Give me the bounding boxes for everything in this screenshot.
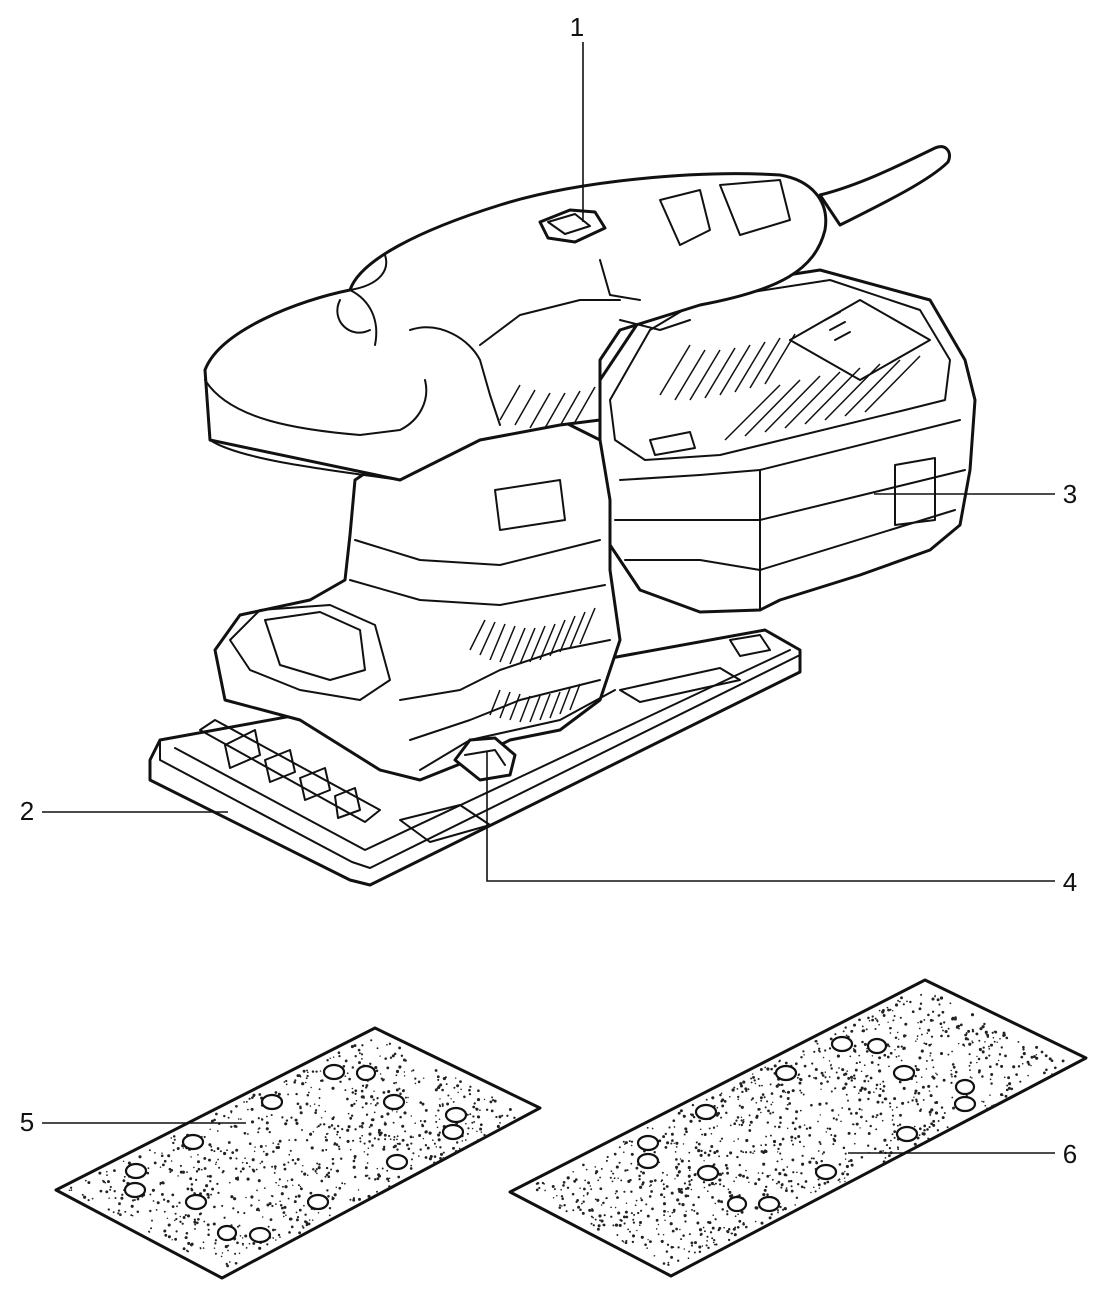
callout-1: 1 xyxy=(570,12,584,222)
callout-4: 4 xyxy=(486,752,1077,897)
callout-label-1: 1 xyxy=(570,12,584,42)
orbital-sander xyxy=(148,145,977,887)
sheet-small-holes xyxy=(123,1063,468,1244)
handle-grip xyxy=(203,172,828,482)
motor-housing xyxy=(598,268,977,614)
callout-3: 3 xyxy=(874,479,1077,509)
sanding-sheet-large xyxy=(508,978,1088,1278)
sanding-sheet-small xyxy=(54,1026,542,1280)
callout-label-6: 6 xyxy=(1063,1139,1077,1169)
callout-label-4: 4 xyxy=(1063,867,1077,897)
callout-5: 5 xyxy=(20,1107,246,1137)
sheet-large-grit xyxy=(535,993,1065,1266)
clamp-lever xyxy=(453,736,517,782)
sheet-large-holes xyxy=(636,1035,977,1213)
callout-label-3: 3 xyxy=(1063,479,1077,509)
power-switch xyxy=(538,208,607,244)
callout-label-5: 5 xyxy=(20,1107,34,1137)
callout-6: 6 xyxy=(848,1139,1077,1169)
callout-2: 2 xyxy=(20,796,228,826)
power-cord xyxy=(818,145,951,227)
callout-label-2: 2 xyxy=(20,796,34,826)
